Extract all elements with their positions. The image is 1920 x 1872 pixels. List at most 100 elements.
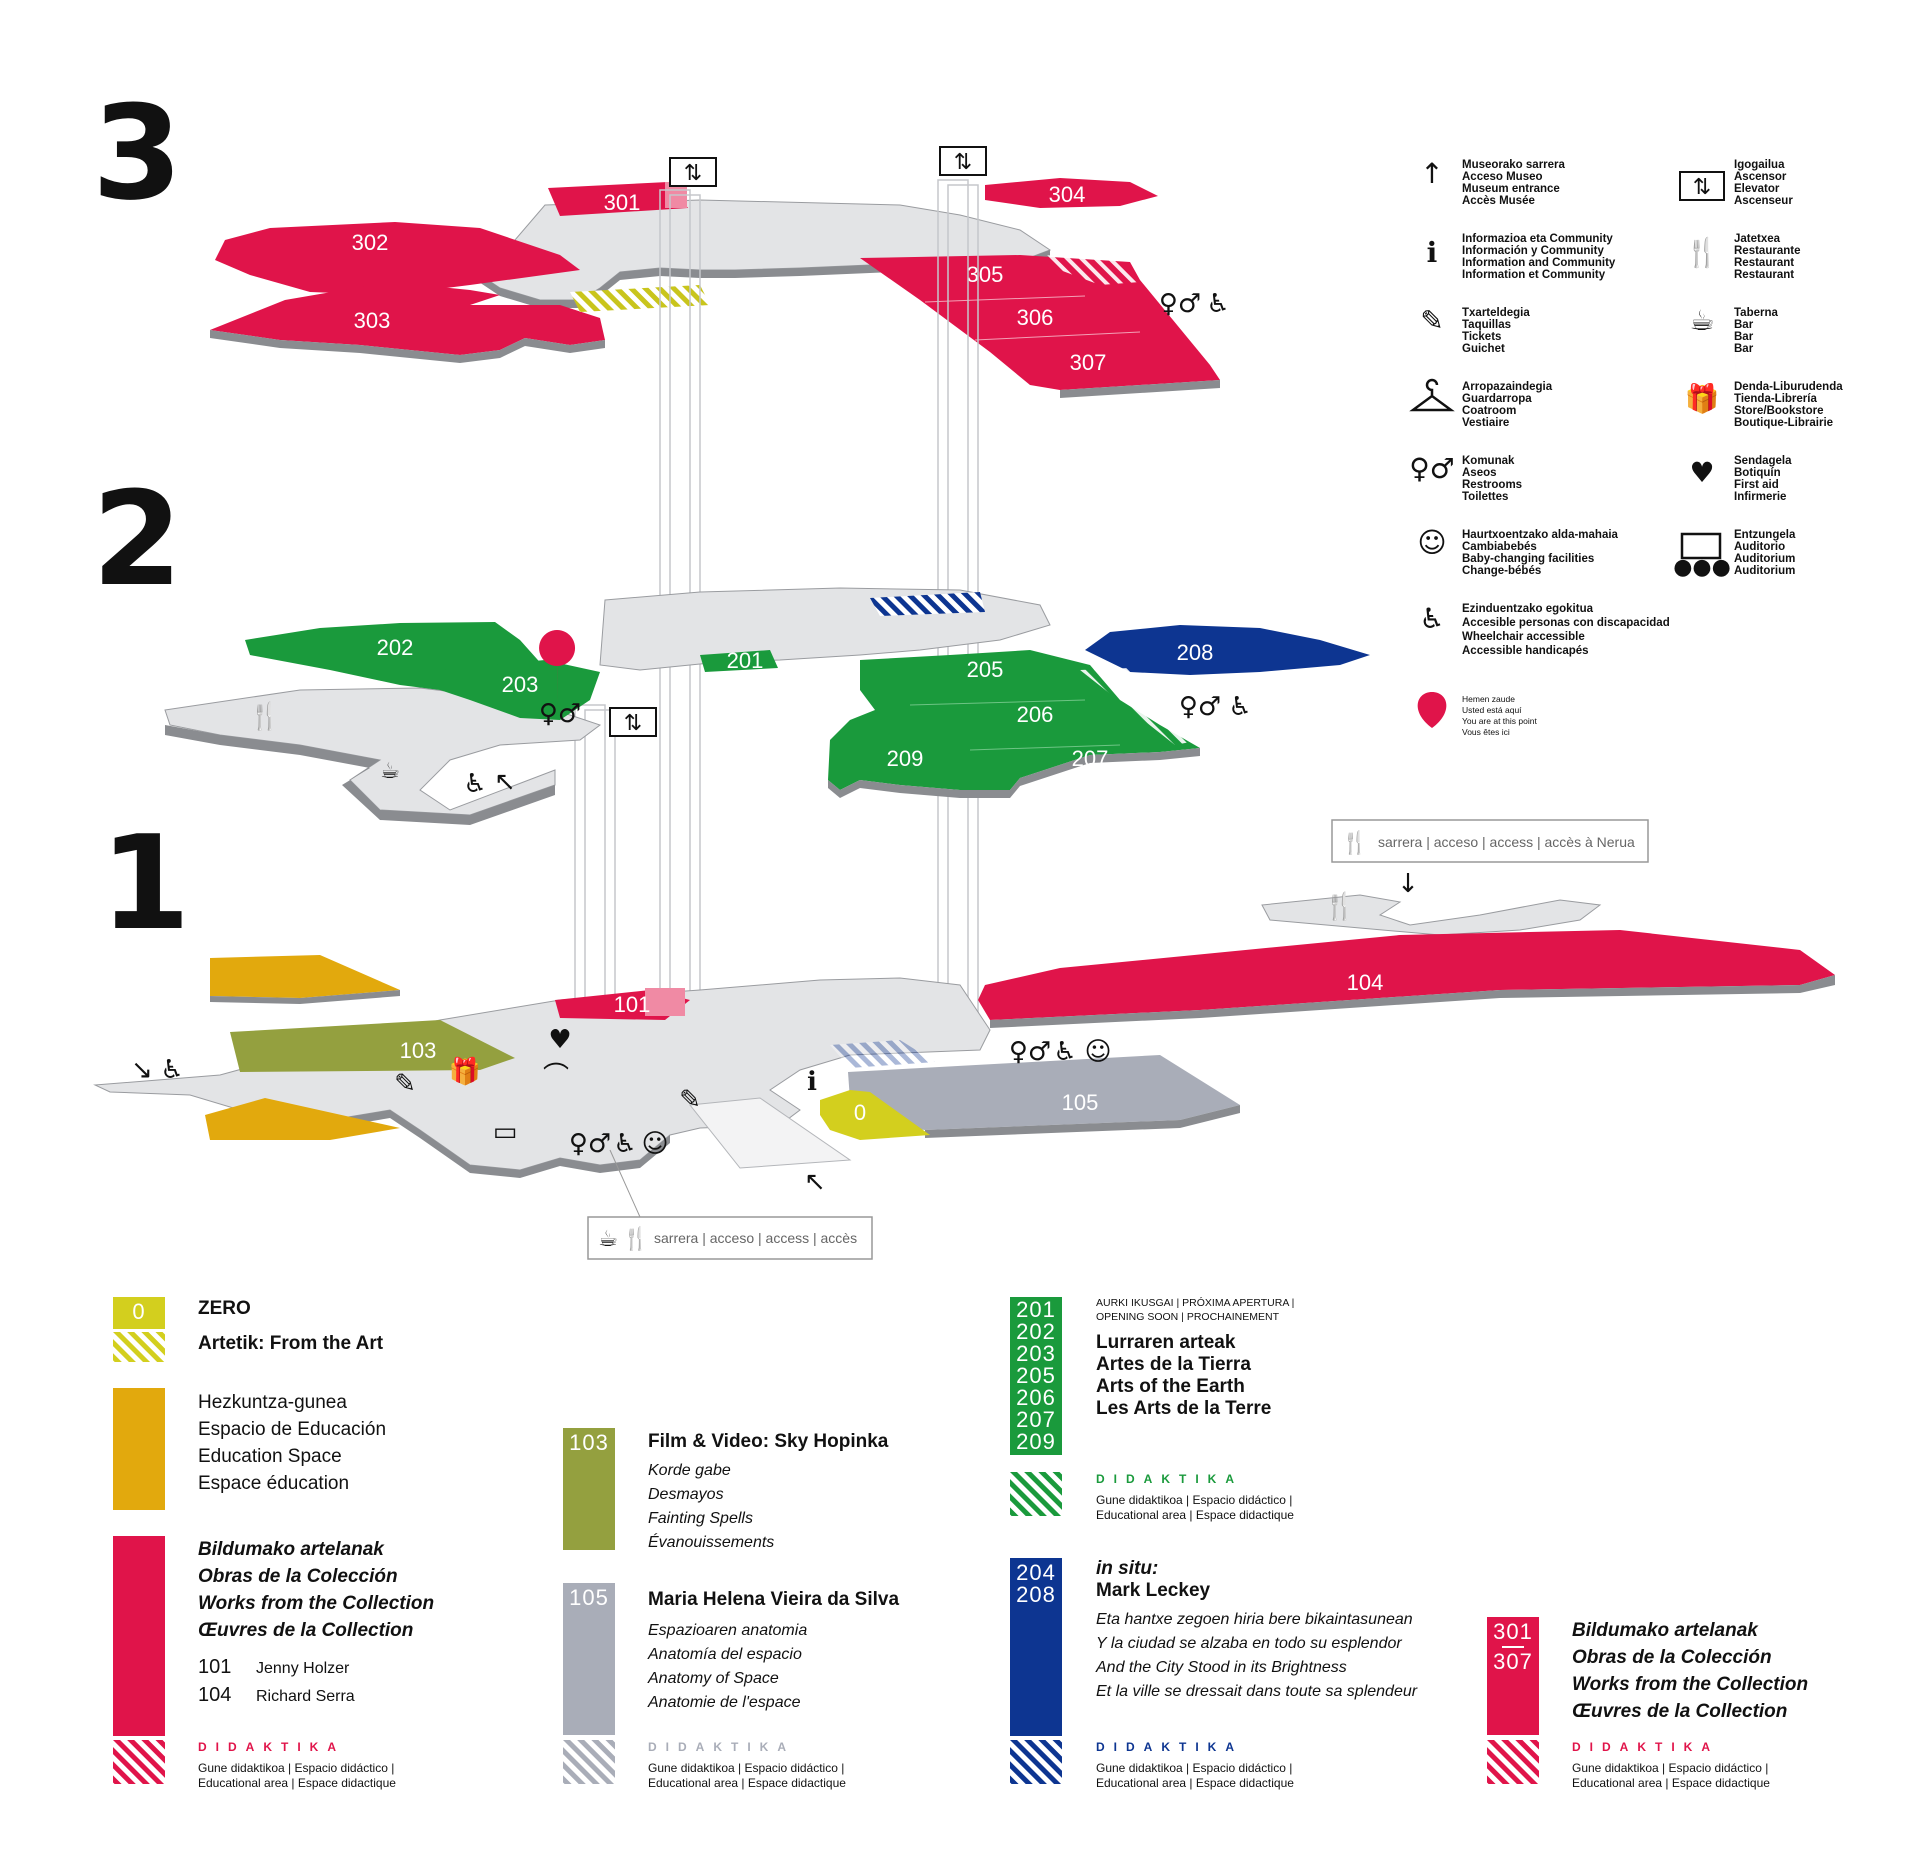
wheelchair-icon: ♿: [1053, 1037, 1076, 1067]
level-3-label: 3: [92, 77, 182, 229]
room-301-label: 301: [604, 190, 641, 215]
bar-cup-icon: ☕: [1689, 304, 1714, 337]
baby-changing-icon: ☺: [641, 1129, 668, 1159]
room-303-area[interactable]: [210, 282, 605, 355]
restroom-icon: ♀♂: [569, 1129, 611, 1159]
room-205-label: 205: [967, 657, 1004, 682]
room-105-area[interactable]: [848, 1055, 1240, 1130]
earth-hatch-swatch: [1010, 1472, 1062, 1516]
level-2-label: 2: [92, 463, 182, 615]
room-203-label: 203: [502, 672, 539, 697]
svg-text:Bar: Bar: [1734, 331, 1754, 343]
room-301-area[interactable]: [548, 182, 688, 216]
svg-text:Store/Bookstore: Store/Bookstore: [1734, 405, 1823, 417]
hanger-icon: ⌒: [543, 1062, 569, 1092]
room-305-307-area[interactable]: [860, 255, 1220, 390]
auditorium-screen-icon: ▭: [493, 1117, 518, 1147]
wheelchair-icon: ♿: [1419, 602, 1444, 635]
zero-subtitle: Artetik: From the Art: [198, 1333, 384, 1354]
main-access-label: sarrera | acceso | access | accès: [654, 1230, 857, 1246]
arrow-icon: ↓: [1397, 869, 1419, 899]
education-area-top[interactable]: [210, 955, 400, 998]
zero-title: ZERO: [198, 1298, 251, 1319]
level-2-plan: 202 203 201 208 205 206 207 209 ♀♂ 🍴 ☕ ♿…: [164, 587, 1370, 825]
room-201-area[interactable]: [700, 650, 778, 672]
svg-text:Arropazaindegia: Arropazaindegia: [1462, 381, 1553, 393]
svg-text:Botiquín: Botiquín: [1734, 467, 1781, 479]
svg-text:Aseos: Aseos: [1462, 467, 1497, 479]
svg-text:Sendagela: Sendagela: [1734, 455, 1792, 467]
room-208-label: 208: [1177, 640, 1214, 665]
svg-text:Museum entrance: Museum entrance: [1462, 183, 1560, 195]
insitu-didaktika: DIDAKTIKA Gune didaktikoa | Espacio didá…: [1096, 1740, 1294, 1790]
main-access-box: [587, 1216, 873, 1260]
restroom-icon: ♀♂: [1179, 692, 1221, 722]
info-icon: ℹ: [1427, 236, 1438, 269]
collection1-text: Bildumako artelanak Obras de la Colecció…: [198, 1536, 434, 1710]
room-304-area[interactable]: [985, 178, 1158, 208]
svg-text:Taberna: Taberna: [1734, 307, 1778, 319]
svg-text:Information and Community: Information and Community: [1462, 257, 1616, 269]
svg-text:Ezinduentzako egokitua: Ezinduentzako egokitua: [1462, 603, 1594, 615]
room-104-area[interactable]: [978, 930, 1835, 1020]
elevator-icon: ⇅: [954, 150, 972, 175]
room-302-area[interactable]: [215, 222, 580, 295]
auditorium-screen-icon: ●●●: [1673, 555, 1731, 580]
zero-text: ZERO Artetik: From the Art: [198, 1295, 383, 1357]
svg-text:Information et Community: Information et Community: [1462, 269, 1606, 281]
collection1-didaktika: DIDAKTIKA Gune didaktikoa | Espacio didá…: [198, 1740, 396, 1790]
baby-changing-icon: ☺: [1417, 526, 1446, 559]
collection3-swatch: 301 307: [1487, 1617, 1539, 1735]
earth-didaktika: DIDAKTIKA Gune didaktikoa | Espacio didá…: [1096, 1472, 1294, 1522]
you-are-here-marker-icon: [1417, 692, 1447, 728]
room-202-label: 202: [377, 635, 414, 660]
svg-text:Restaurant: Restaurant: [1734, 257, 1794, 269]
zero-code: 0: [132, 1299, 146, 1324]
svg-text:Coatroom: Coatroom: [1462, 405, 1516, 417]
room-303-label: 303: [354, 308, 391, 333]
room-203-area[interactable]: [440, 660, 600, 720]
room-101-label: 101: [614, 992, 651, 1017]
svg-text:Auditorium: Auditorium: [1734, 565, 1795, 577]
svg-text:Restaurant: Restaurant: [1734, 269, 1794, 281]
room-305-label: 305: [967, 262, 1004, 287]
svg-text:Información y Community: Información y Community: [1462, 245, 1604, 257]
vieira-didaktika: DIDAKTIKA Gune didaktikoa | Espacio didá…: [648, 1740, 846, 1790]
svg-text:Cambiabebés: Cambiabebés: [1462, 541, 1537, 553]
svg-text:Denda-Liburudenda: Denda-Liburudenda: [1734, 381, 1843, 393]
svg-text:Usted está aquí: Usted está aquí: [1462, 705, 1522, 715]
room-0-area[interactable]: [820, 1090, 930, 1140]
wheelchair-icon: ♿: [1206, 289, 1229, 319]
vieira-text: Maria Helena Vieira da Silva Espazioaren…: [648, 1589, 900, 1711]
svg-text:Tickets: Tickets: [1462, 331, 1501, 343]
svg-text:Elevator: Elevator: [1734, 183, 1780, 195]
insitu-hatch-swatch: [1010, 1740, 1062, 1784]
education-area-bottom[interactable]: [205, 1098, 400, 1140]
tickets-icon: ✎: [1420, 304, 1443, 337]
tickets-icon: ✎: [679, 1085, 701, 1115]
svg-text:Hemen zaude: Hemen zaude: [1462, 694, 1515, 704]
you-are-here-marker-icon: [539, 630, 576, 707]
restroom-icon: ♀♂: [1159, 289, 1201, 319]
museum-entrance-icon: ↑: [1420, 157, 1443, 190]
room-208-area[interactable]: [1085, 625, 1370, 675]
room-103-area[interactable]: [230, 1020, 515, 1072]
elevator-icon: ⇅: [1693, 175, 1711, 200]
svg-text:Vous êtes ici: Vous êtes ici: [1462, 727, 1510, 737]
restaurant-icon: 🍴: [249, 701, 281, 732]
nerua-access-label: sarrera | acceso | access | accès à Neru…: [1378, 834, 1635, 850]
room-206-label: 206: [1017, 702, 1054, 727]
room-306-label: 306: [1017, 305, 1054, 330]
nerua-access-box: [1331, 819, 1649, 863]
arrow-icon: ↖: [804, 1167, 826, 1197]
restroom-icon: ♀♂: [1409, 452, 1455, 485]
education-swatch: [113, 1388, 165, 1510]
level-3-plan: 301 302 303 304 305 306 307 ⇅ ⇅ ♀♂ ♿: [210, 146, 1230, 398]
svg-text:Igogailua: Igogailua: [1734, 159, 1785, 171]
collection3-text: Bildumako artelanak Obras de la Colecció…: [1572, 1620, 1809, 1722]
restroom-icon: ♀♂: [539, 699, 581, 729]
store-gift-icon: 🎁: [1685, 382, 1720, 415]
svg-text:Taquillas: Taquillas: [1462, 319, 1511, 331]
room-302-label: 302: [352, 230, 389, 255]
room-201-label: 201: [727, 648, 764, 673]
